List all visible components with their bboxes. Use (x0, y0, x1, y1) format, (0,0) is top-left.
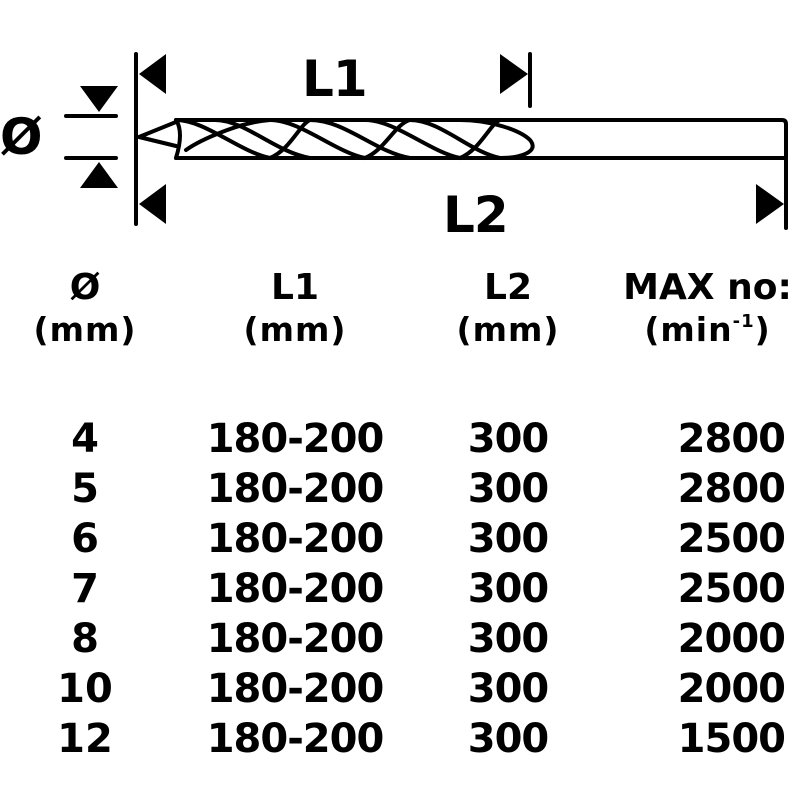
cell-l1: 180-200 (206, 466, 385, 512)
diameter-arrow-bottom (80, 162, 118, 188)
l2-arrow-left (139, 184, 166, 224)
cell-max-rpm: 2000 (677, 616, 786, 662)
cell-max-rpm: 2800 (677, 416, 786, 462)
cell-l1: 180-200 (206, 416, 385, 462)
diameter-label: Ø (0, 108, 43, 166)
header-unit: (mm) (456, 310, 560, 349)
cell-max-rpm: 1500 (677, 716, 786, 762)
header-unit: (mm) (33, 310, 137, 349)
cell-diameter: 4 (71, 416, 99, 462)
l1-arrow-left (139, 54, 166, 94)
cell-diameter: 7 (71, 566, 99, 612)
drill-body-outline (174, 118, 788, 160)
l2-arrow-right (756, 184, 784, 224)
table-row: 7 180-200 300 2500 (0, 564, 800, 614)
cell-max-rpm: 2500 (677, 516, 786, 562)
l1-arrow-right (500, 54, 528, 94)
drill-bit-diagram: Ø L1 L2 (0, 0, 800, 250)
cell-l2: 300 (467, 616, 550, 662)
table-row: 5 180-200 300 2800 (0, 464, 800, 514)
table-header-row: Ø (mm) L1 (mm) L2 (mm) MAX no: (min-1) (0, 268, 800, 388)
header-l1: L1 (mm) (225, 268, 365, 352)
header-l2: L2 (mm) (438, 268, 578, 352)
cell-diameter: 12 (57, 716, 113, 762)
cell-diameter: 5 (71, 466, 99, 512)
cell-l2: 300 (467, 516, 550, 562)
cell-max-rpm: 2000 (677, 666, 786, 712)
cell-l2: 300 (467, 666, 550, 712)
table-row: 4 180-200 300 2800 (0, 414, 800, 464)
header-label: Ø (69, 267, 101, 308)
diameter-arrow-top (80, 86, 118, 112)
drill-tip (137, 120, 178, 148)
cell-l1: 180-200 (206, 566, 385, 612)
header-label: L1 (271, 267, 319, 308)
unit-superscript: -1 (732, 311, 755, 332)
table-row: 6 180-200 300 2500 (0, 514, 800, 564)
table-row: 10 180-200 300 2000 (0, 664, 800, 714)
cell-diameter: 6 (71, 516, 99, 562)
cell-diameter: 10 (57, 666, 113, 712)
header-label: MAX no: (623, 267, 792, 308)
header-diameter: Ø (mm) (20, 268, 150, 352)
cell-l2: 300 (467, 566, 550, 612)
cell-l1: 180-200 (206, 666, 385, 712)
cell-max-rpm: 2500 (677, 566, 786, 612)
header-label: L2 (484, 267, 532, 308)
cell-l1: 180-200 (206, 616, 385, 662)
drill-bit-drawing-icon (64, 52, 788, 230)
header-max-rpm: MAX no: (min-1) (615, 268, 800, 352)
unit-suffix: ) (754, 310, 771, 349)
unit-prefix: (min (644, 310, 733, 349)
header-unit: (min-1) (615, 308, 800, 352)
l2-label: L2 (443, 186, 509, 244)
cell-l1: 180-200 (206, 716, 385, 762)
cell-max-rpm: 2800 (677, 466, 786, 512)
table-row: 8 180-200 300 2000 (0, 614, 800, 664)
table-body: 4 180-200 300 2800 5 180-200 300 2800 6 … (0, 414, 800, 764)
cell-l2: 300 (467, 466, 550, 512)
cell-l1: 180-200 (206, 516, 385, 562)
cell-diameter: 8 (71, 616, 99, 662)
l1-label: L1 (302, 50, 368, 108)
drill-tip-cutter (174, 118, 182, 160)
cell-l2: 300 (467, 716, 550, 762)
cell-l2: 300 (467, 416, 550, 462)
header-unit: (mm) (243, 310, 347, 349)
spec-table: Ø (mm) L1 (mm) L2 (mm) MAX no: (min-1) 4… (0, 268, 800, 763)
table-row: 12 180-200 300 1500 (0, 714, 800, 764)
